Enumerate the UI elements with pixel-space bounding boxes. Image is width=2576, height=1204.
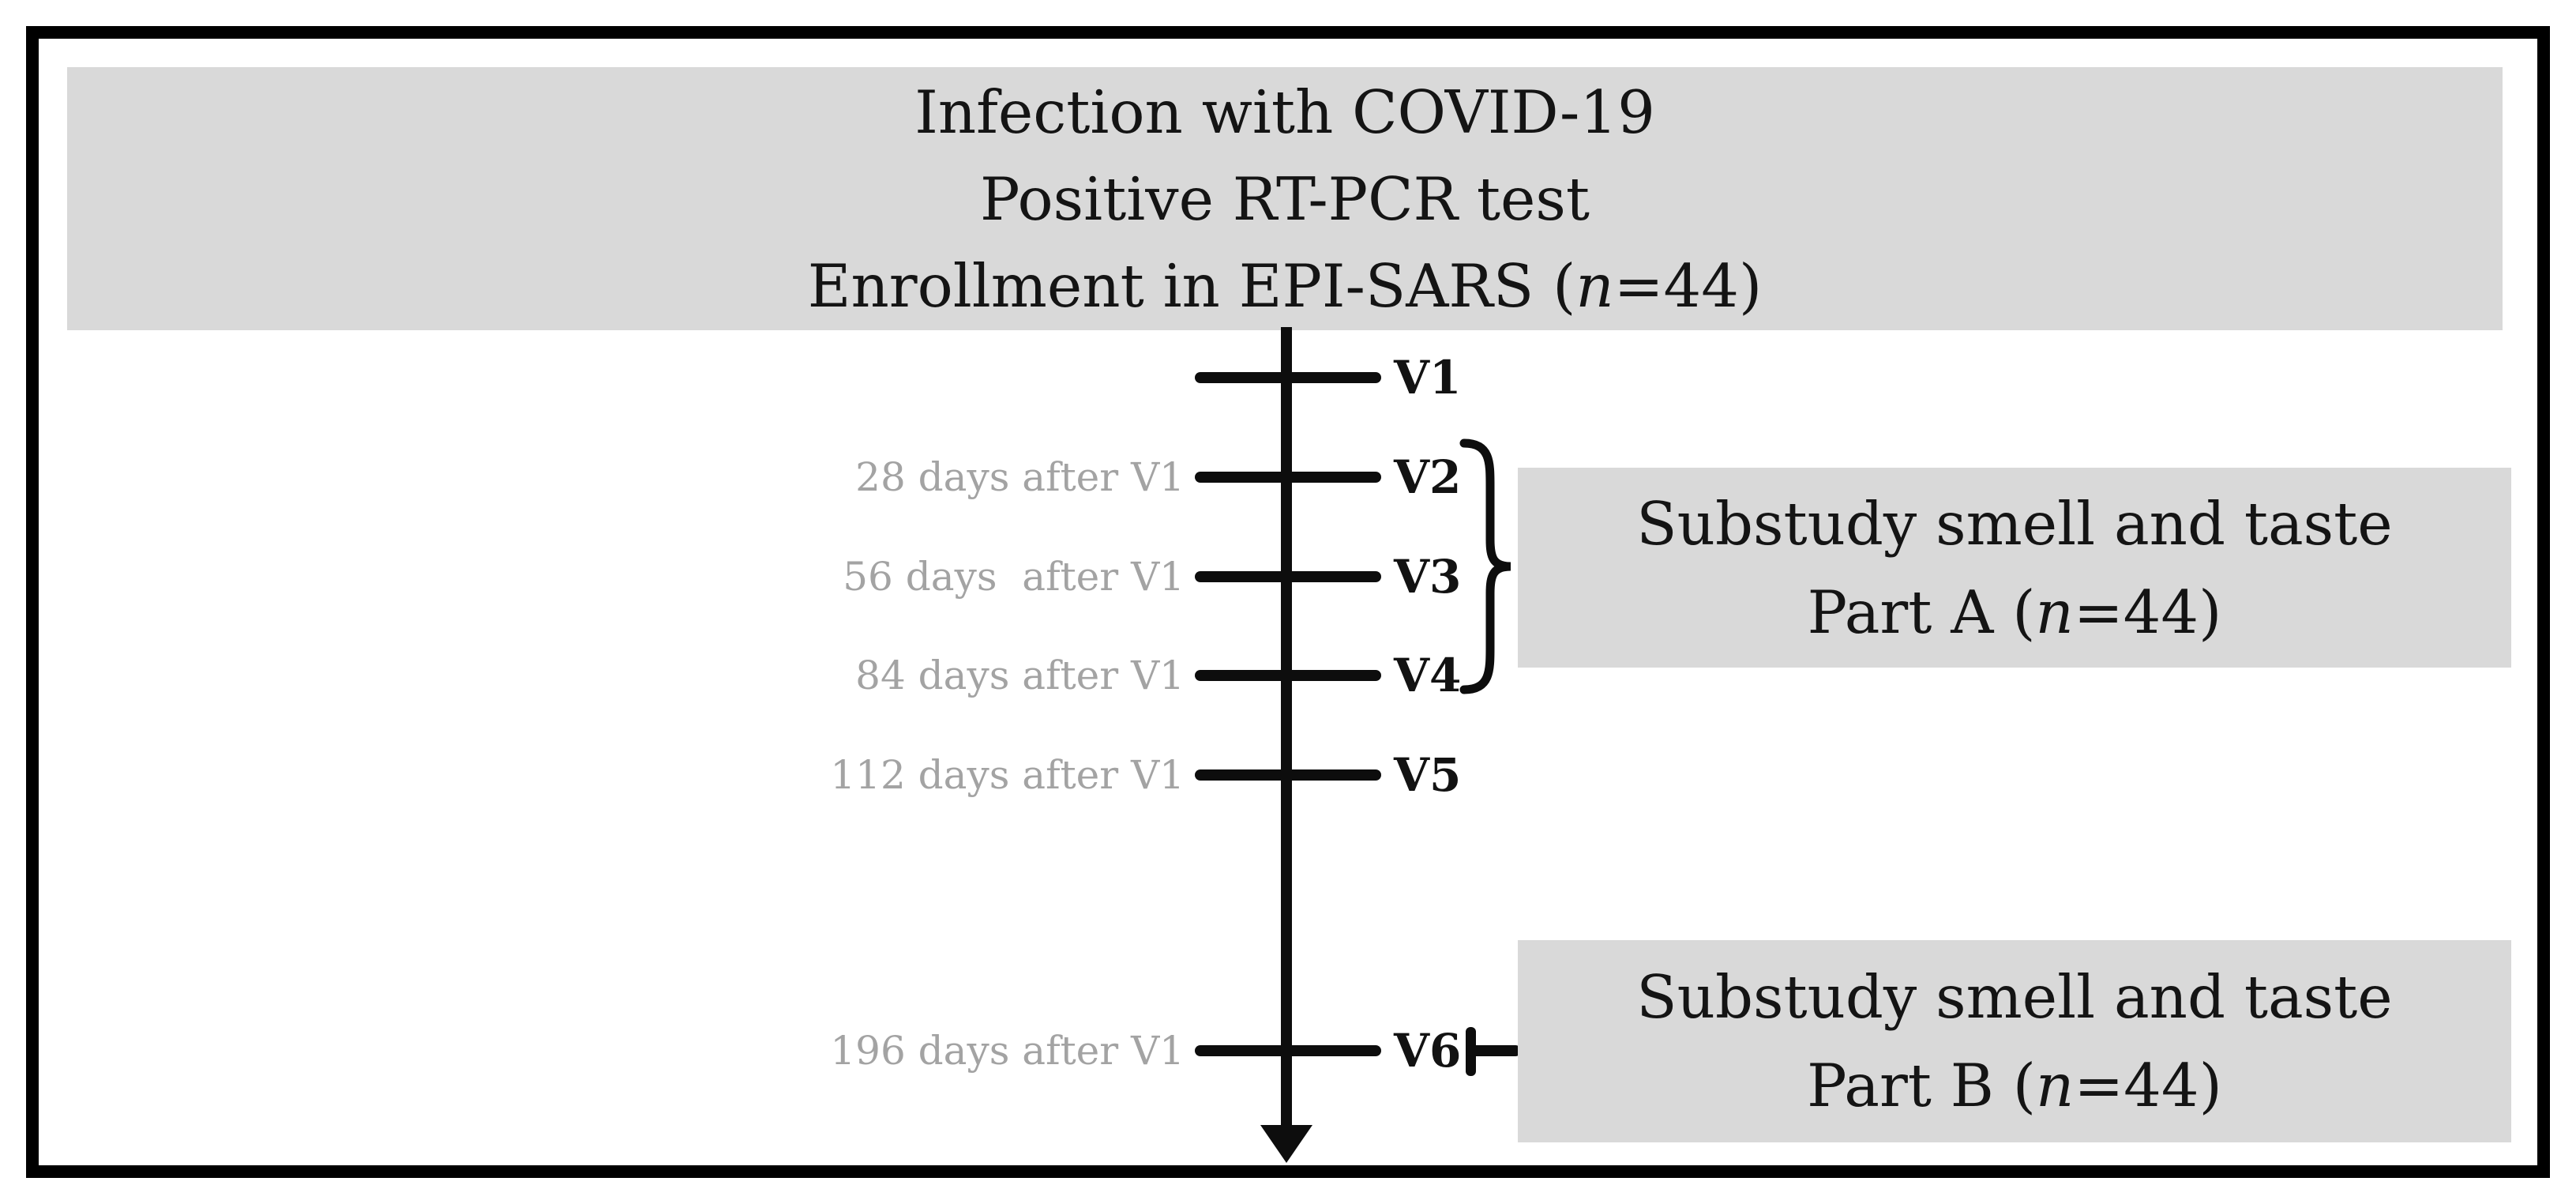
visit-label-v2: V2	[1394, 450, 1462, 504]
visit-tick-v6	[1195, 1045, 1381, 1056]
visit-offset-label-v2: 28 days after V1	[855, 454, 1185, 500]
substudy-a-line-1: Substudy smell and taste	[1636, 488, 2393, 559]
enrollment-line-2: Positive RT-PCR test	[980, 164, 1590, 234]
substudy-b-line-1: Substudy smell and taste	[1636, 962, 2393, 1032]
enrollment-box: Infection with COVID-19 Positive RT-PCR …	[67, 67, 2503, 330]
substudy-b-line-2: Part B (n=44)	[1807, 1051, 2222, 1120]
substudy-part-b-box: Substudy smell and taste Part B (n=44)	[1518, 940, 2511, 1142]
v6-connector-line	[1466, 1045, 1521, 1056]
visit-tick-v3	[1195, 571, 1381, 582]
visit-tick-v5	[1195, 769, 1381, 781]
brace-v2-v4-icon	[1459, 438, 1511, 694]
visit-offset-label-v5: 112 days after V1	[830, 752, 1185, 798]
timeline-axis	[1281, 327, 1292, 1128]
visit-tick-v4	[1195, 670, 1381, 681]
visit-tick-v1	[1195, 372, 1381, 383]
visit-label-v6: V6	[1394, 1024, 1462, 1078]
substudy-a-line-2: Part A (n=44)	[1807, 577, 2222, 647]
visit-offset-label-v4: 84 days after V1	[855, 653, 1185, 698]
visit-tick-v2	[1195, 472, 1381, 483]
enrollment-line-1: Infection with COVID-19	[914, 77, 1655, 147]
visit-offset-label-v3: 56 days after V1	[843, 554, 1185, 600]
substudy-part-a-box: Substudy smell and taste Part A (n=44)	[1518, 468, 2511, 668]
enrollment-line-3: Enrollment in EPI-SARS (n=44)	[807, 250, 1763, 321]
visit-offset-label-v6: 196 days after V1	[830, 1028, 1185, 1074]
visit-label-v5: V5	[1394, 748, 1462, 802]
visit-label-v3: V3	[1394, 550, 1462, 604]
visit-label-v4: V4	[1394, 649, 1462, 702]
visit-label-v1: V1	[1394, 351, 1462, 404]
timeline-arrowhead-icon	[1260, 1125, 1312, 1163]
figure-border-frame	[26, 26, 2550, 1178]
